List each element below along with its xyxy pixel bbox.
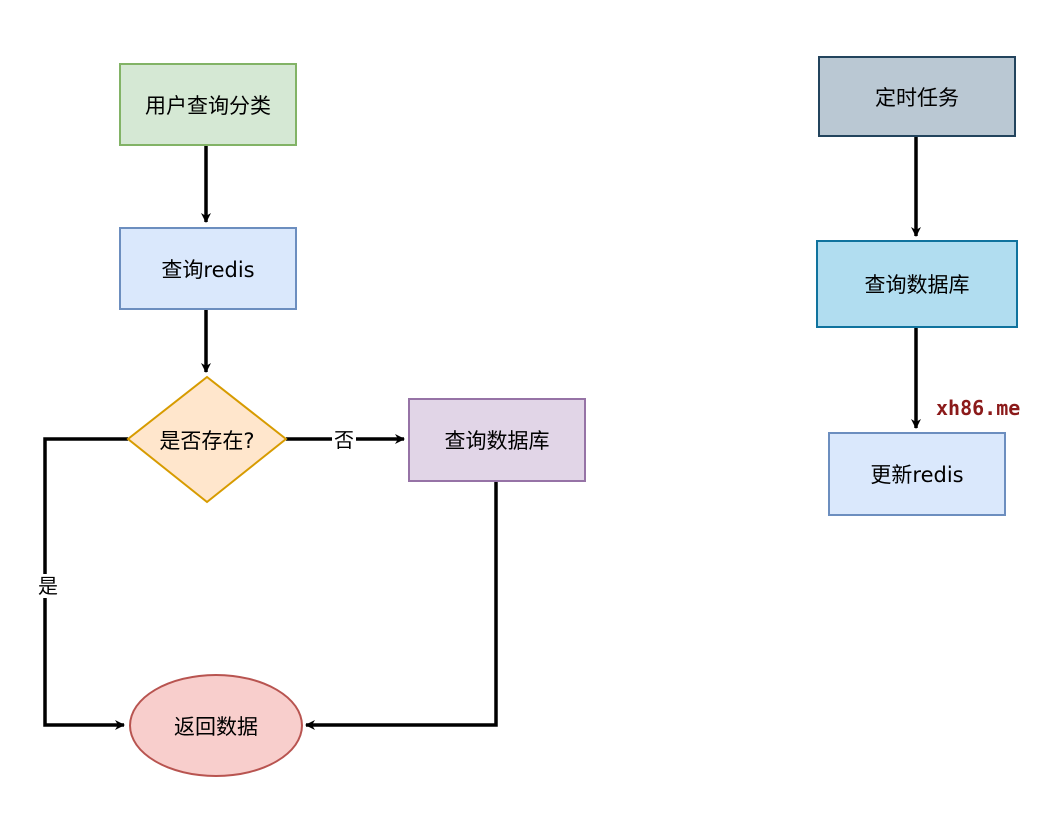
- node-timer-query-database-label: 查询数据库: [864, 273, 970, 297]
- node-timer-query-database: 查询数据库: [816, 240, 1018, 328]
- node-query-database: 查询数据库: [408, 398, 586, 482]
- node-return-data: 返回数据: [129, 674, 303, 777]
- edge-db-to-return: [305, 482, 498, 730]
- decision-diamond: [126, 375, 288, 504]
- node-user-query-category-label: 用户查询分类: [145, 93, 271, 118]
- watermark-text: xh86.me: [936, 396, 1021, 420]
- node-update-redis: 更新redis: [828, 432, 1006, 516]
- node-query-redis: 查询redis: [119, 227, 297, 310]
- node-scheduled-task: 定时任务: [818, 56, 1016, 137]
- edge-label-no: 否: [332, 428, 356, 452]
- node-user-query-category: 用户查询分类: [119, 63, 297, 146]
- node-scheduled-task-label: 定时任务: [875, 85, 959, 110]
- node-query-database-label: 查询数据库: [444, 429, 550, 453]
- node-query-redis-label: 查询redis: [161, 257, 255, 282]
- edge-label-yes: 是: [36, 574, 60, 598]
- decision-label: 是否存在?: [159, 429, 255, 453]
- node-return-data-label: 返回数据: [174, 714, 258, 739]
- node-update-redis-label: 更新redis: [870, 463, 964, 487]
